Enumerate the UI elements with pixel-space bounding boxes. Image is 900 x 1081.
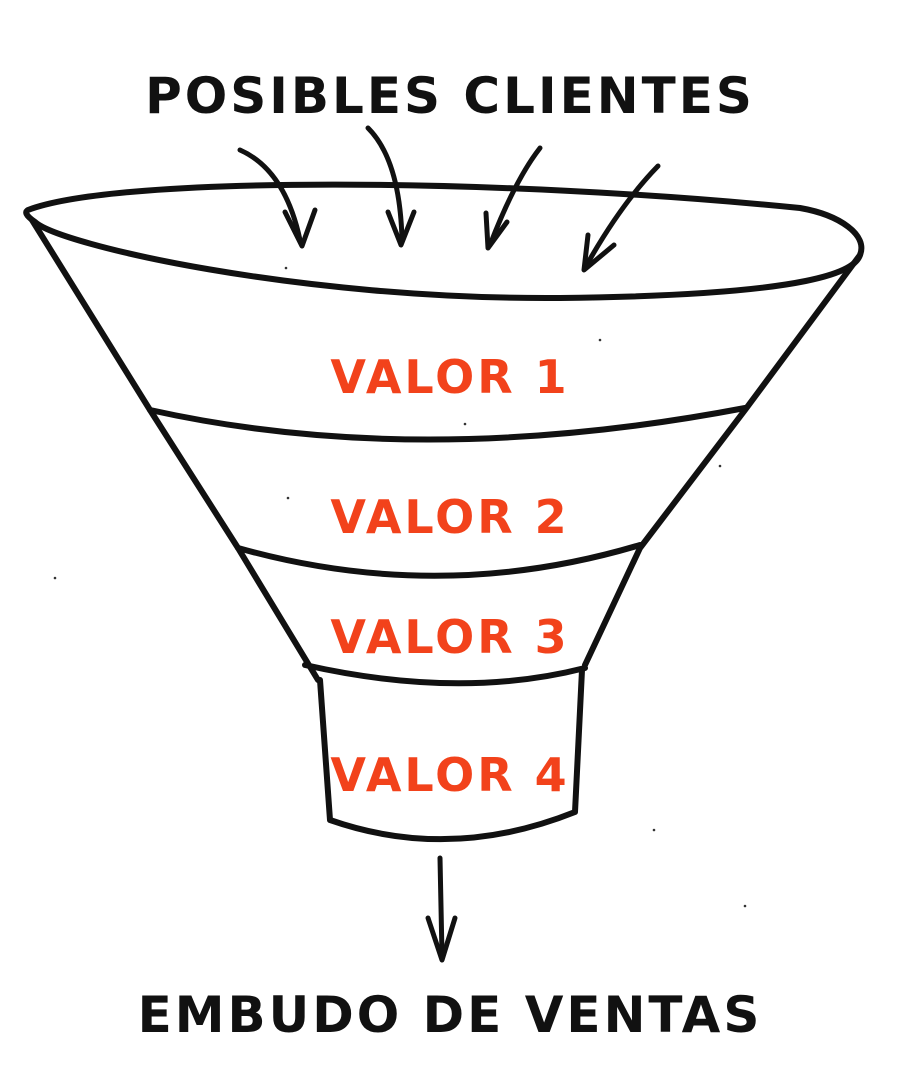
outgoing-arrow [425, 855, 458, 963]
funnel-left-wall [29, 217, 321, 683]
band-divider-1 [147, 405, 748, 443]
incoming-arrow-2 [365, 125, 417, 248]
funnel-right-wall [582, 252, 863, 668]
incoming-arrow-1 [237, 147, 318, 249]
band-divider-2 [235, 542, 643, 579]
funnel-outline [23, 181, 865, 843]
level-label-2: VALOR 2 [330, 490, 569, 544]
funnel-rim [23, 181, 865, 302]
paper-specks [53, 266, 747, 908]
incoming-arrows [237, 125, 661, 273]
incoming-arrow-4 [581, 163, 661, 273]
level-label-3: VALOR 3 [330, 610, 569, 664]
top-label: POSIBLES CLIENTES [145, 67, 755, 125]
level-label-4: VALOR 4 [330, 748, 569, 802]
incoming-arrow-3 [483, 145, 543, 251]
level-label-1: VALOR 1 [330, 350, 569, 404]
bottom-label: EMBUDO DE VENTAS [138, 986, 763, 1044]
funnel-spout [317, 667, 585, 843]
band-divider-3 [302, 662, 588, 687]
